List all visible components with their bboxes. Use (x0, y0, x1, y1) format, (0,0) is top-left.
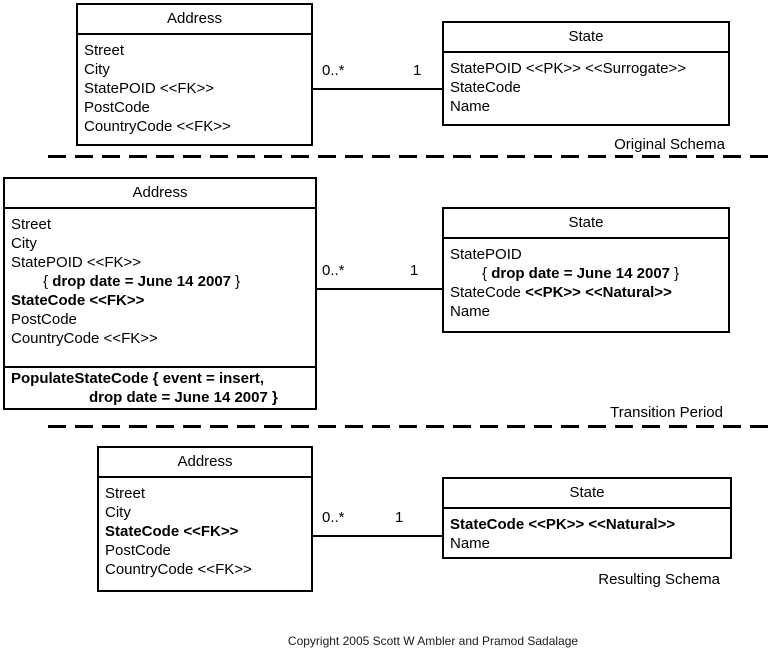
attribute-text: StatePOID <<PK>> <<Surrogate>> (450, 60, 686, 77)
attribute-text-bold: StateCode <<FK>> (105, 523, 239, 540)
entity-title: Address (78, 5, 311, 35)
attribute-line: StateCode <<FK>> (105, 522, 305, 541)
attribute-text-bold: drop date = June 14 2007 } (89, 389, 278, 406)
entity-attributes: StatePOID{ drop date = June 14 2007 }Sta… (444, 239, 728, 321)
attribute-line: Street (84, 41, 305, 60)
attribute-line: drop date = June 14 2007 } (11, 388, 309, 407)
attribute-text: Name (450, 535, 491, 552)
multiplicity-label-one: 1 (410, 262, 419, 279)
attribute-line: City (105, 503, 305, 522)
section-label-transition: Transition Period (610, 404, 723, 421)
attribute-text: StatePOID <<FK>> (84, 80, 215, 97)
attribute-line: Street (105, 484, 305, 503)
relationship-line-resulting (313, 535, 442, 537)
entity-title: State (444, 479, 730, 509)
attribute-line: Name (450, 302, 722, 321)
attribute-line: CountryCode <<FK>> (84, 117, 305, 136)
entity-operations: PopulateStateCode { event = insert, drop … (5, 366, 315, 408)
attribute-line: StateCode <<PK>> <<Natural>> (450, 515, 724, 534)
attribute-line: StateCode <<PK>> <<Natural>> (450, 283, 722, 302)
attribute-line: PostCode (105, 541, 305, 560)
attribute-text: Name (450, 98, 491, 115)
attribute-line: PostCode (11, 310, 309, 329)
attribute-text: { (482, 265, 492, 282)
attribute-text: Street (105, 485, 146, 502)
attribute-text: PostCode (11, 311, 77, 328)
section-divider (48, 155, 770, 158)
attribute-text: } (670, 265, 680, 282)
attribute-text: Street (84, 42, 125, 59)
attribute-text: { (43, 273, 53, 290)
attribute-line: { drop date = June 14 2007 } (11, 272, 309, 291)
section-label-original: Original Schema (614, 136, 725, 153)
attribute-line: { drop date = June 14 2007 } (450, 264, 722, 283)
attribute-text-bold: StateCode <<PK>> <<Natural>> (450, 516, 676, 533)
relationship-line-transition (317, 288, 442, 290)
attribute-text: City (11, 235, 37, 252)
attribute-text-bold: StateCode <<FK>> (11, 292, 145, 309)
entity-box-state-resulting: State StateCode <<PK>> <<Natural>> Name (442, 477, 732, 559)
attribute-line: StatePOID <<FK>> (84, 79, 305, 98)
attribute-text: CountryCode <<FK>> (11, 330, 158, 347)
entity-box-state-original: State StatePOID <<PK>> <<Surrogate>>Stat… (442, 21, 730, 126)
attribute-text-bold: <<PK>> <<Natural>> (525, 284, 672, 301)
attribute-text: PostCode (105, 542, 171, 559)
attribute-text: City (105, 504, 131, 521)
attribute-line: StateCode <<FK>> (11, 291, 309, 310)
attribute-text: CountryCode <<FK>> (84, 118, 231, 135)
entity-title: Address (5, 179, 315, 209)
attribute-line: StateCode (450, 78, 722, 97)
relationship-line-original (313, 88, 442, 90)
attribute-text: Street (11, 216, 52, 233)
attribute-text-bold: PopulateStateCode { event = insert, (11, 370, 264, 387)
multiplicity-label-one: 1 (395, 509, 404, 526)
attribute-text-bold: drop date = June 14 2007 (491, 265, 671, 282)
entity-title: State (444, 23, 728, 53)
section-divider (48, 425, 770, 428)
attribute-line: PostCode (84, 98, 305, 117)
attribute-line: City (11, 234, 309, 253)
attribute-text: StateCode (450, 284, 526, 301)
attribute-text-bold: drop date = June 14 2007 (52, 273, 232, 290)
attribute-text: City (84, 61, 110, 78)
attribute-text: CountryCode <<FK>> (105, 561, 252, 578)
attribute-line: Name (450, 97, 722, 116)
entity-title: State (444, 209, 728, 239)
attribute-text: PostCode (84, 99, 150, 116)
attribute-line: StatePOID (450, 245, 722, 264)
attribute-line: City (84, 60, 305, 79)
multiplicity-label-many: 0..* (322, 62, 345, 79)
attribute-line: PopulateStateCode { event = insert, (11, 369, 309, 388)
attribute-line: Name (450, 534, 724, 553)
entity-box-state-transition: State StatePOID{ drop date = June 14 200… (442, 207, 730, 333)
attribute-line: CountryCode <<FK>> (105, 560, 305, 579)
multiplicity-label-many: 0..* (322, 262, 345, 279)
attribute-line: StatePOID <<PK>> <<Surrogate>> (450, 59, 722, 78)
attribute-text: } (231, 273, 241, 290)
attribute-line: Street (11, 215, 309, 234)
copyright-text: Copyright 2005 Scott W Ambler and Pramod… (287, 634, 579, 648)
multiplicity-label-one: 1 (413, 62, 422, 79)
entity-attributes: StateCode <<PK>> <<Natural>> Name (444, 509, 730, 553)
section-label-resulting: Resulting Schema (598, 571, 720, 588)
attribute-line: CountryCode <<FK>> (11, 329, 309, 348)
attribute-text: StatePOID <<FK>> (11, 254, 142, 271)
attribute-text: StateCode (450, 79, 521, 96)
attribute-text: StatePOID (450, 246, 522, 263)
attribute-line: StatePOID <<FK>> (11, 253, 309, 272)
entity-title: Address (99, 448, 311, 478)
multiplicity-label-many: 0..* (322, 509, 345, 526)
attribute-text: Name (450, 303, 491, 320)
